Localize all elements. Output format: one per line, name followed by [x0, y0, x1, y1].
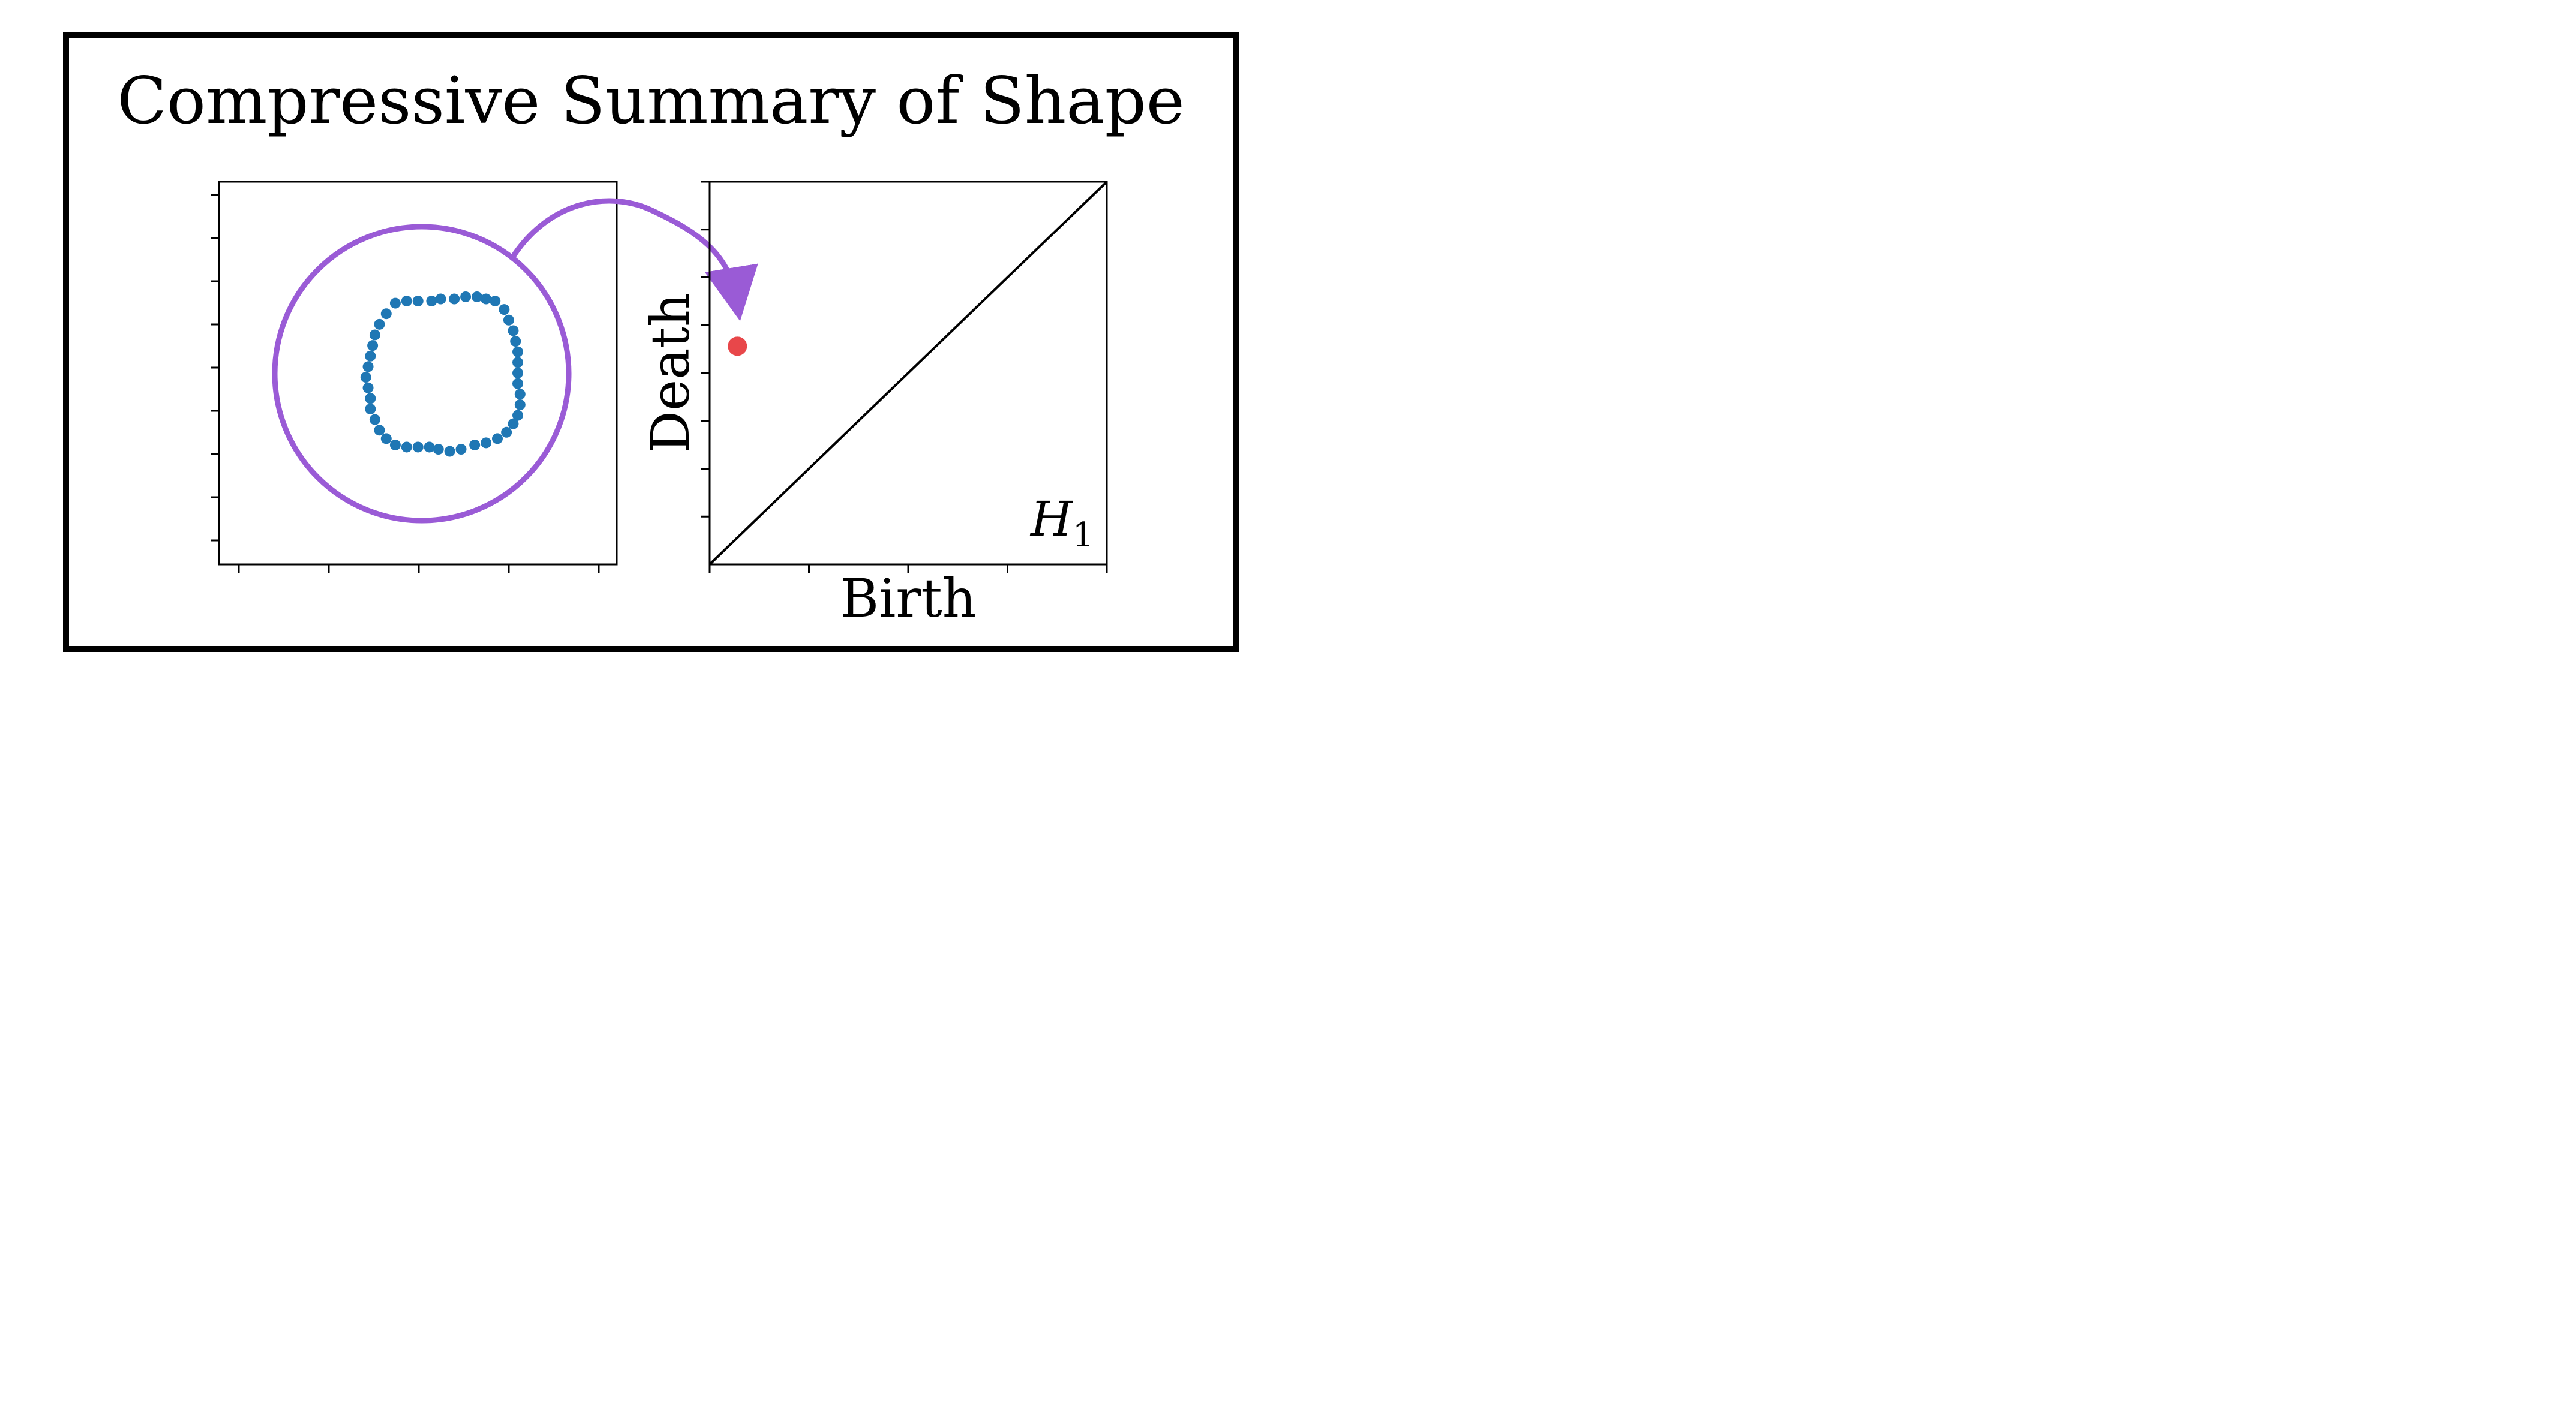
- cloud-point: [362, 382, 374, 393]
- transform-arrow: [511, 198, 758, 321]
- y-axis-label: Death: [640, 293, 701, 453]
- cloud-point: [444, 446, 455, 457]
- cloud-point: [380, 433, 392, 444]
- cloud-point: [389, 297, 401, 309]
- cloud-point: [424, 441, 435, 453]
- cloud-point: [481, 293, 492, 305]
- persistence-diagram-panel: H1 Birth Death: [640, 181, 1108, 629]
- cloud-point: [401, 441, 412, 453]
- point-cloud-frame: [218, 181, 618, 566]
- cloud-point: [471, 291, 482, 302]
- cloud-point: [374, 318, 385, 330]
- cloud-point: [401, 296, 412, 307]
- cloud-point: [469, 439, 481, 450]
- cloud-point: [481, 437, 492, 449]
- cloud-point: [389, 439, 401, 450]
- cloud-point: [433, 444, 444, 455]
- cloud-point: [449, 293, 460, 305]
- point-cloud-points: [360, 291, 526, 457]
- cloud-point: [435, 293, 446, 305]
- cloud-point: [512, 410, 524, 421]
- cloud-point: [514, 389, 526, 400]
- persistence-diagram-x-ticks: [708, 564, 1108, 573]
- cloud-point: [503, 314, 514, 326]
- cloud-point: [499, 304, 510, 315]
- point-cloud-panel: [211, 181, 618, 573]
- homology-label: H1: [1029, 491, 1094, 555]
- figure-title: Compressive Summary of Shape: [117, 64, 1184, 139]
- point-cloud-x-ticks: [238, 564, 600, 573]
- persistence-points: [728, 336, 747, 356]
- cloud-point: [455, 444, 467, 455]
- cloud-point: [426, 296, 437, 307]
- cloud-point: [501, 426, 512, 438]
- cloud-point: [365, 350, 376, 362]
- cloud-point: [365, 393, 376, 404]
- homology-subscript: 1: [1073, 516, 1094, 555]
- cloud-point: [508, 418, 519, 429]
- cloud-point: [514, 399, 526, 410]
- cloud-point: [367, 340, 379, 351]
- cloud-point: [380, 308, 392, 320]
- cloud-point: [508, 325, 519, 336]
- cloud-point: [412, 296, 424, 307]
- cloud-point: [512, 346, 524, 357]
- diagonal-line: [708, 181, 1108, 566]
- cloud-point: [492, 433, 503, 444]
- highlight-circle: [272, 224, 572, 524]
- cloud-point: [360, 372, 371, 383]
- cloud-point: [460, 291, 472, 302]
- cloud-point: [374, 425, 385, 436]
- cloud-point: [412, 441, 424, 453]
- cloud-point: [512, 368, 524, 378]
- persistence-point: [728, 336, 747, 356]
- cloud-point: [365, 403, 376, 414]
- cloud-point: [362, 361, 374, 372]
- cloud-point: [490, 296, 501, 307]
- cloud-point: [369, 414, 380, 425]
- cloud-point: [369, 329, 380, 341]
- figure-border: [63, 32, 1239, 652]
- persistence-diagram-y-ticks: [701, 181, 710, 518]
- x-axis-label: Birth: [840, 567, 977, 629]
- cloud-point: [510, 336, 521, 347]
- homology-letter: H: [1029, 491, 1074, 547]
- cloud-point: [512, 357, 524, 368]
- point-cloud-y-ticks: [211, 194, 219, 542]
- cloud-point: [512, 378, 524, 389]
